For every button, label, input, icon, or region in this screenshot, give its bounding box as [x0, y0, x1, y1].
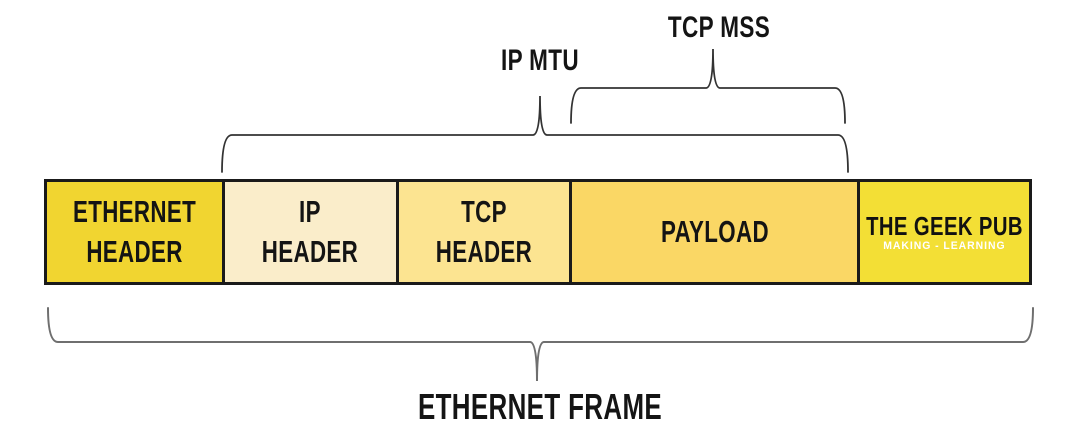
segment-ethernet-header: ETHERNET HEADER — [47, 182, 222, 282]
segment-label-line1: TCP — [461, 194, 507, 229]
ethernet-frame-label: ETHERNET FRAME — [417, 386, 663, 427]
segment-label-line1: ETHERNET — [72, 194, 196, 229]
segment-payload: PAYLOAD — [569, 182, 858, 282]
segment-label-line1: IP — [299, 194, 322, 229]
segment-payload-label: PAYLOAD — [661, 212, 769, 252]
tcp-mss-label: TCP MSS — [667, 11, 771, 44]
segment-ip-header: IP HEADER — [221, 182, 396, 282]
geek-pub-logo-subtitle: MAKING - LEARNING — [883, 239, 1006, 252]
segment-tcp-header-label: TCP HEADER — [436, 192, 532, 272]
segment-ethernet-header-label: ETHERNET HEADER — [73, 192, 196, 272]
geek-pub-logo-title: THE GEEK PUB — [866, 210, 1023, 241]
segment-label-line2: HEADER — [86, 234, 183, 269]
ethernet-frame-brace — [47, 307, 1034, 382]
segment-ip-header-label: IP HEADER — [262, 192, 358, 272]
segment-geek-pub-logo: THE GEEK PUB MAKING - LEARNING — [857, 182, 1029, 282]
tcp-mss-brace — [570, 48, 846, 124]
segment-label-line2: HEADER — [261, 234, 359, 269]
segment-tcp-header: TCP HEADER — [395, 182, 570, 282]
ip-mtu-label: IP MTU — [500, 44, 580, 77]
ip-mtu-brace — [221, 95, 849, 173]
segment-label-line1: PAYLOAD — [660, 214, 769, 249]
ethernet-frame-bar: ETHERNET HEADER IP HEADER TCP HEADER PAY… — [44, 179, 1032, 285]
segment-label-line2: HEADER — [435, 234, 533, 269]
